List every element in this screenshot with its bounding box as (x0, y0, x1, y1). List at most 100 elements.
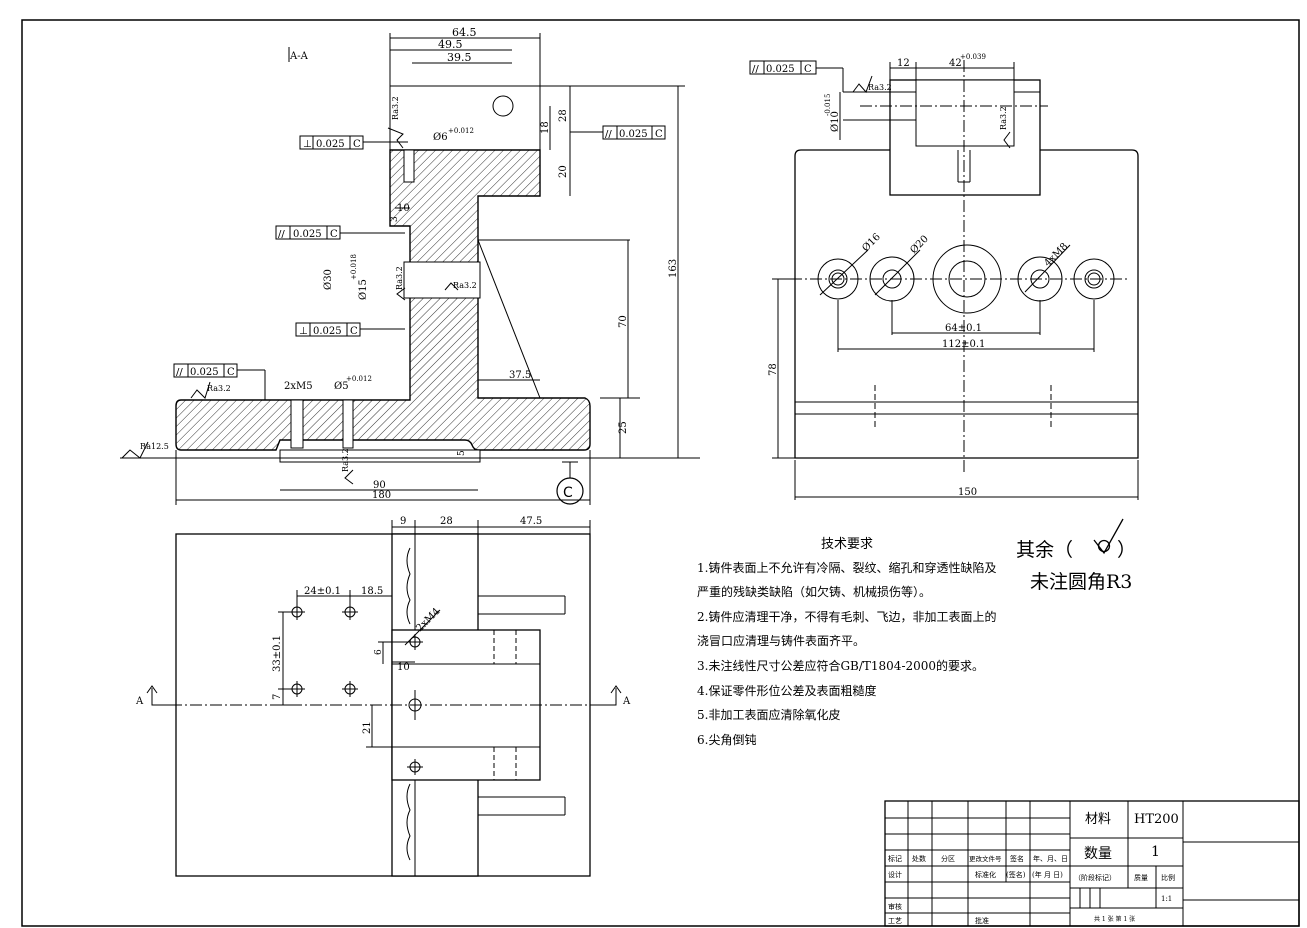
dim-24: 24±0.1 (304, 586, 341, 597)
par-datum-1: C (330, 229, 338, 240)
roughness-ra3-2-b: Ra3.2 (453, 281, 477, 290)
view-marker-a-left: A (135, 696, 144, 707)
dim-d6-tol: +0.012 (448, 127, 474, 135)
par-tol-2: 0.025 (190, 367, 219, 378)
dim-25: 25 (618, 421, 629, 434)
standardize-label: 标准化 (975, 870, 996, 879)
par-tol-3: 0.025 (619, 129, 648, 140)
sign-label: (签名) (1006, 870, 1026, 879)
perp-tol-1: 0.025 (316, 139, 345, 150)
dim-150: 150 (958, 487, 977, 498)
svg-text://: // (278, 229, 285, 240)
roughness-ra3-2-c: Ra3.2 (391, 96, 400, 120)
dim-d5-tol: +0.012 (346, 375, 372, 383)
process-label: 工艺 (888, 917, 902, 925)
material-value: HT200 (1134, 812, 1179, 827)
dim-9: 9 (400, 516, 406, 527)
dim-64-5: 64.5 (452, 26, 477, 39)
hdr-zone: 分区 (941, 854, 955, 863)
dim-70: 70 (618, 315, 629, 328)
section-view-a-a: A-A (120, 26, 700, 505)
dim-42: 42 (949, 58, 962, 69)
par-datum-4: C (804, 64, 812, 75)
sheet-count: 共 1 张 第 1 张 (1094, 915, 1135, 923)
title-block: 材料 HT200 数量 1 （阶段标记） 质量 比例 1:1 共 1 张 第 1… (884, 800, 1300, 927)
dim-7: 7 (272, 694, 283, 700)
svg-text://: // (752, 64, 759, 75)
tech-note-line: 5.非加工表面应清除氧化皮 (697, 708, 841, 723)
gdt-frame-front: // 0.025 C (749, 60, 817, 75)
review-label: 审核 (888, 902, 902, 911)
tech-note-line: 浇冒口应清理与铸件表面齐平。 (697, 634, 866, 649)
dim-28b: 28 (440, 516, 453, 527)
tech-note-line: 严重的残缺类缺陷（如欠铸、机械损伤等）。 (697, 585, 932, 600)
dim-6: 6 (374, 649, 384, 655)
par-datum-3: C (655, 129, 663, 140)
dim-d20: Ø20 (908, 234, 931, 257)
svg-text://: // (176, 367, 183, 378)
dim-21: 21 (362, 721, 373, 734)
design-label: 设计 (888, 870, 902, 879)
tech-note-line: 4.保证零件形位公差及表面粗糙度 (697, 683, 877, 698)
gdt-frames-section: ⊥ 0.025 C // 0.025 C ⊥ 0.025 C // 0.025 … (173, 125, 666, 378)
roughness-ra3-2-g: Ra3.2 (999, 106, 1008, 130)
rest-note-prefix: 其余（ (1016, 539, 1074, 561)
technical-requirements: 技术要求 1.铸件表面上不允许有冷隔、裂纹、缩孔和穿透性缺陷及 严重的残缺类缺陷… (697, 533, 997, 752)
dim-d10-tol: -0.015 (824, 94, 832, 116)
roughness-ra3-2-e: Ra3.2 (395, 266, 404, 290)
par-tol-1: 0.025 (293, 229, 322, 240)
tech-note-line: 2.铸件应清理干净，不得有毛刺、飞边，非加工表面上的 (697, 609, 997, 624)
perp-datum-1: C (353, 139, 361, 150)
material-label: 材料 (1085, 812, 1111, 827)
dim-10b: 10 (397, 662, 410, 673)
dim-12: 12 (897, 58, 910, 69)
tech-note-line: 1.铸件表面上不允许有冷隔、裂纹、缩孔和穿透性缺陷及 (697, 560, 997, 575)
drawing-frame (21, 19, 1300, 927)
roughness-ra3-2-a: Ra3.2 (207, 384, 231, 393)
hdr-date: 年、月、日 (1033, 854, 1068, 863)
dim-28: 28 (558, 109, 569, 122)
dim-d30: Ø30 (323, 269, 334, 290)
approve-label: 批准 (975, 916, 989, 925)
tech-notes-title: 技术要求 (820, 537, 873, 552)
dim-d10: Ø10 (830, 111, 841, 132)
front-view: 12 42 +0.039 Ø10 -0.015 Ra3.2 Ra3.2 Ø16 … (768, 53, 1139, 500)
svg-text:⊥: ⊥ (299, 326, 308, 337)
tech-note-line: 3.未注线性尺寸公差应符合GB/T1804-2000的要求。 (697, 658, 985, 673)
dim-5: 5 (457, 450, 467, 456)
qty-label: 数量 (1084, 846, 1112, 862)
rest-note-fillet: 未注圆角R3 (1030, 571, 1133, 593)
view-marker-a-right: A (622, 696, 631, 707)
rest-roughness-symbol (1093, 518, 1124, 555)
dim-2xm5: 2xM5 (284, 381, 313, 392)
dim-49-5: 49.5 (438, 38, 463, 51)
dim-163: 163 (668, 259, 679, 278)
dim-90: 90 (373, 480, 386, 491)
dim-78: 78 (768, 363, 779, 376)
hdr-mark: 标记 (888, 854, 902, 863)
dim-180: 180 (372, 490, 391, 501)
rest-note-suffix: ） (1117, 539, 1137, 561)
roughness-ra3-2-f: Ra3.2 (868, 83, 892, 92)
dim-d6: Ø6 (433, 132, 448, 143)
datum-c-label: C (563, 485, 573, 501)
dim-64: 64±0.1 (945, 323, 982, 334)
dim-112: 112±0.1 (942, 339, 985, 350)
par-datum-2: C (227, 367, 235, 378)
svg-text://: // (605, 129, 612, 140)
perp-tol-2: 0.025 (313, 326, 342, 337)
dim-d5: Ø5 (334, 381, 349, 392)
date-label: (年 月 日) (1032, 870, 1063, 879)
dim-18: 18 (540, 121, 551, 134)
svg-text:⊥: ⊥ (303, 139, 312, 150)
mass-label: 质量 (1134, 873, 1148, 882)
dim-37-5: 37.5 (509, 370, 531, 381)
hdr-sign: 签名 (1010, 854, 1024, 863)
dim-33: 33±0.1 (272, 635, 283, 672)
dim-47-5: 47.5 (520, 516, 542, 527)
dim-3: 3 (390, 216, 400, 222)
dim-18-5: 18.5 (361, 586, 383, 597)
dim-42-tol: +0.039 (960, 53, 986, 61)
dim-d16: Ø16 (860, 232, 883, 255)
